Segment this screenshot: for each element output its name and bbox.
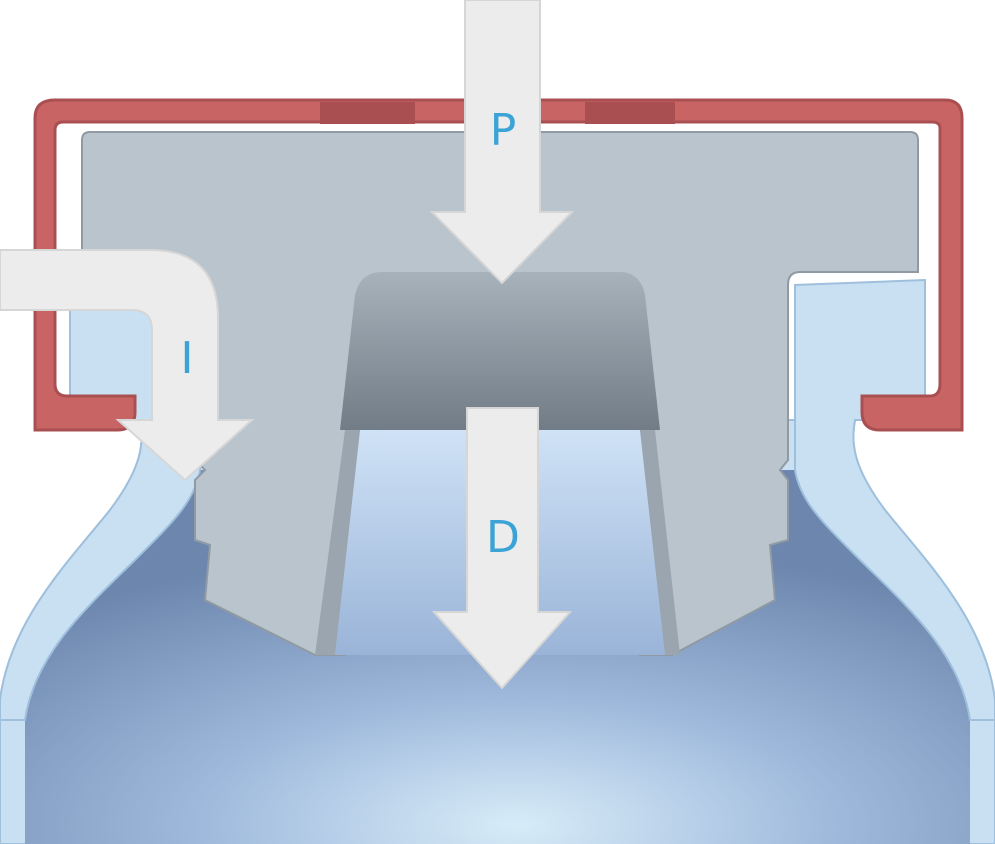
arrow-pressure xyxy=(429,0,575,285)
arrow-ingress xyxy=(0,249,255,482)
stopper-leg-left xyxy=(315,430,360,655)
stopper-leg-right xyxy=(640,430,680,655)
stopper-plug-recess xyxy=(340,272,660,430)
cap-top-notch-right xyxy=(585,102,675,124)
cap-top-notch-left xyxy=(320,102,415,124)
vial-neck-right xyxy=(794,278,995,721)
vial-neck-left xyxy=(0,299,201,721)
arrow-downward-label: D xyxy=(486,512,520,563)
arrow-ingress-label: I xyxy=(181,333,194,384)
arrow-pressure-label: P xyxy=(490,105,517,156)
arrow-downward xyxy=(431,407,573,690)
